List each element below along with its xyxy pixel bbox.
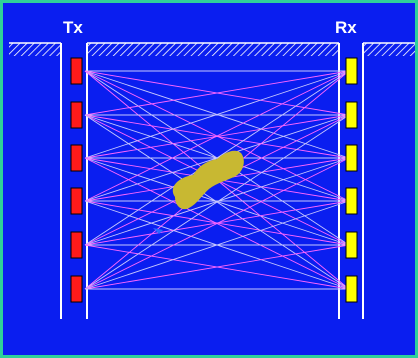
borehole-tomography-diagram: Tx Rx [3, 3, 415, 355]
transmitter [70, 57, 83, 85]
ray-path [84, 70, 350, 246]
ray-path [84, 70, 350, 202]
tx-label: Tx [63, 18, 83, 37]
receiver-array [345, 57, 358, 303]
receiver [345, 101, 358, 129]
transmitter [70, 231, 83, 259]
receiver [345, 144, 358, 172]
ground-surface-left [9, 43, 61, 56]
transmitter [70, 275, 83, 303]
ground-surface-middle [87, 43, 339, 56]
transmitter-array [70, 57, 83, 303]
ray-paths [84, 70, 350, 290]
ray-path [84, 244, 350, 290]
ray-path [84, 200, 350, 290]
receiver [345, 187, 358, 215]
rx-label: Rx [335, 18, 357, 37]
ray-path [84, 157, 350, 290]
transmitter [70, 101, 83, 129]
receiver [345, 57, 358, 85]
transmitter [70, 187, 83, 215]
ground-surface-right [363, 43, 415, 56]
ray-path [84, 70, 350, 116]
small-anomaly [153, 228, 163, 234]
ray-path [84, 70, 350, 159]
receiver [345, 231, 358, 259]
receiver [345, 275, 358, 303]
transmitter [70, 144, 83, 172]
subsurface-anomaly [172, 150, 244, 210]
ray-path [84, 114, 350, 290]
